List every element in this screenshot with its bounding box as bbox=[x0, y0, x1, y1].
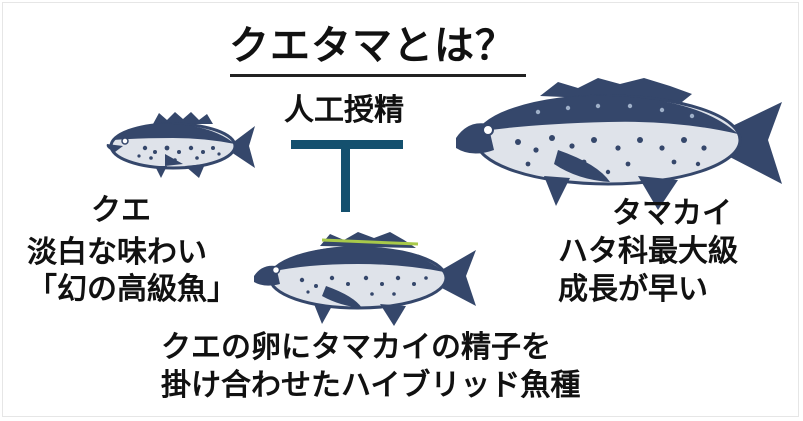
tamakai-trait-size: ハタ科最大級 bbox=[558, 234, 738, 269]
tamakai-name: タマカイ bbox=[612, 196, 732, 231]
description-line-1: クエの卵にタマカイの精子を bbox=[161, 330, 551, 365]
cross-label: 人工授精 bbox=[284, 93, 404, 128]
description-line-2: 掛け合わせたハイブリッド魚種 bbox=[161, 368, 581, 403]
page-title: クエタマとは？ bbox=[229, 23, 516, 69]
tamakai-fish-image bbox=[456, 78, 782, 210]
kue-trait-rarity: 「幻の高級魚」 bbox=[27, 272, 237, 307]
kue-trait-taste: 淡白な味わい bbox=[27, 235, 207, 270]
hybrid-fish-image bbox=[254, 232, 476, 326]
slide-frame bbox=[2, 2, 799, 417]
t-connector bbox=[291, 140, 403, 212]
title-underline bbox=[230, 74, 526, 77]
kue-fish-image bbox=[106, 112, 255, 178]
kue-name: クエ bbox=[91, 193, 151, 228]
tamakai-trait-growth: 成長が早い bbox=[558, 272, 708, 307]
